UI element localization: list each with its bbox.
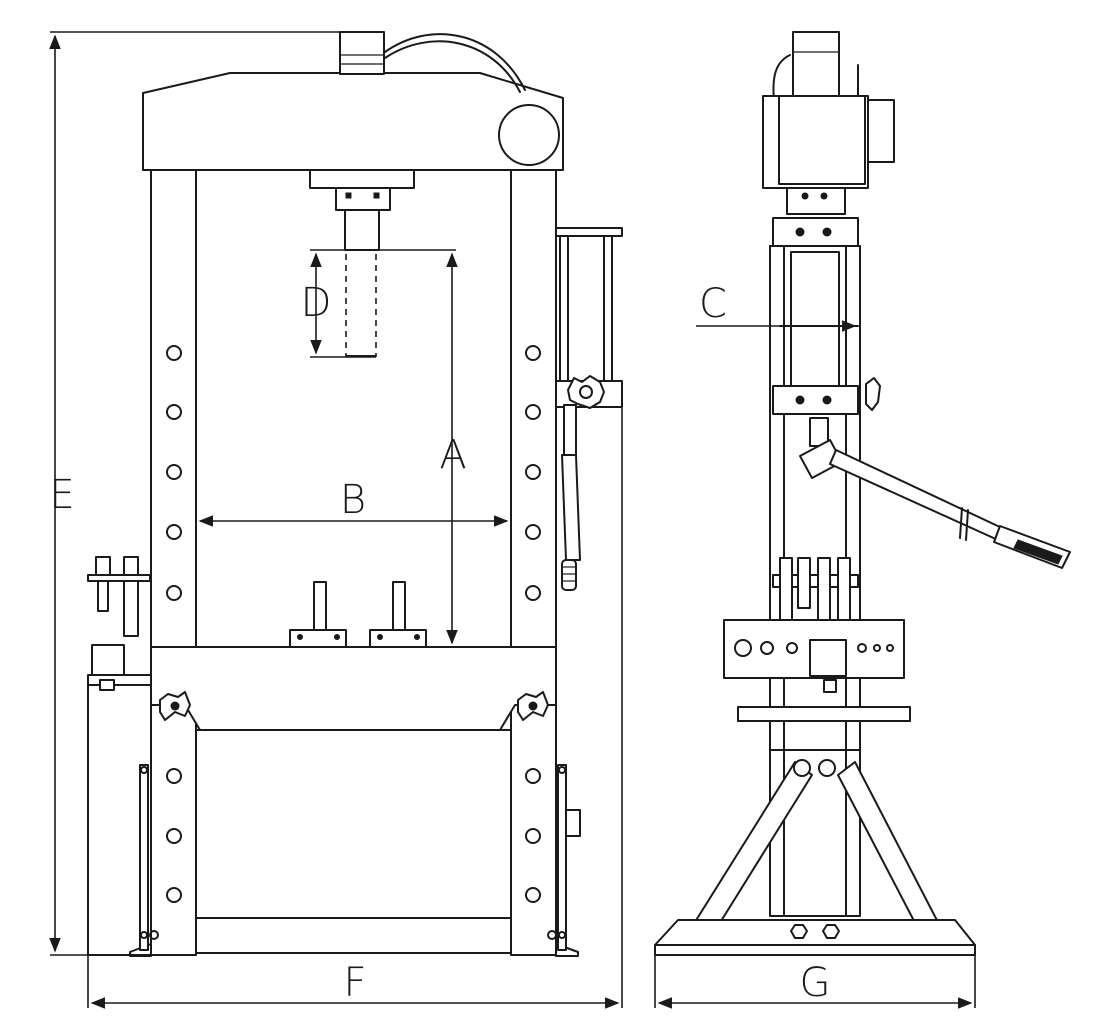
left-tool-holder <box>87 556 159 956</box>
side-tool-holder <box>723 557 905 693</box>
side-gauge <box>867 99 895 163</box>
front-view <box>87 31 623 957</box>
label-f: F <box>343 960 366 1006</box>
cylinder-top <box>339 31 385 75</box>
left-column <box>150 169 197 956</box>
label-g: G <box>800 960 831 1006</box>
right-pump <box>547 227 623 951</box>
side-view <box>654 31 1071 956</box>
v-block-right <box>369 581 427 648</box>
lower-frame <box>195 729 512 921</box>
label-e: E <box>49 472 74 518</box>
dimension-lines <box>49 31 976 1009</box>
hydraulic-hose <box>384 33 526 91</box>
right-column <box>510 169 557 956</box>
side-cylinder-top <box>792 31 840 99</box>
bed-pin-right <box>517 691 549 721</box>
base-crossbar <box>195 917 512 954</box>
side-pin-bar <box>737 706 911 722</box>
side-base <box>654 919 976 946</box>
press-bed <box>150 646 557 731</box>
label-c: C <box>699 281 727 327</box>
label-b: B <box>340 477 366 523</box>
column-holes <box>166 345 541 903</box>
pump-handle <box>799 417 1071 569</box>
label-a: A <box>439 432 466 478</box>
side-column <box>769 245 861 917</box>
label-d: D <box>301 280 332 326</box>
pressure-gauge <box>498 104 560 166</box>
v-block-left <box>289 581 347 648</box>
front-top-beam <box>142 72 564 171</box>
bed-pin-left <box>159 691 191 721</box>
ram-assembly <box>309 169 415 357</box>
